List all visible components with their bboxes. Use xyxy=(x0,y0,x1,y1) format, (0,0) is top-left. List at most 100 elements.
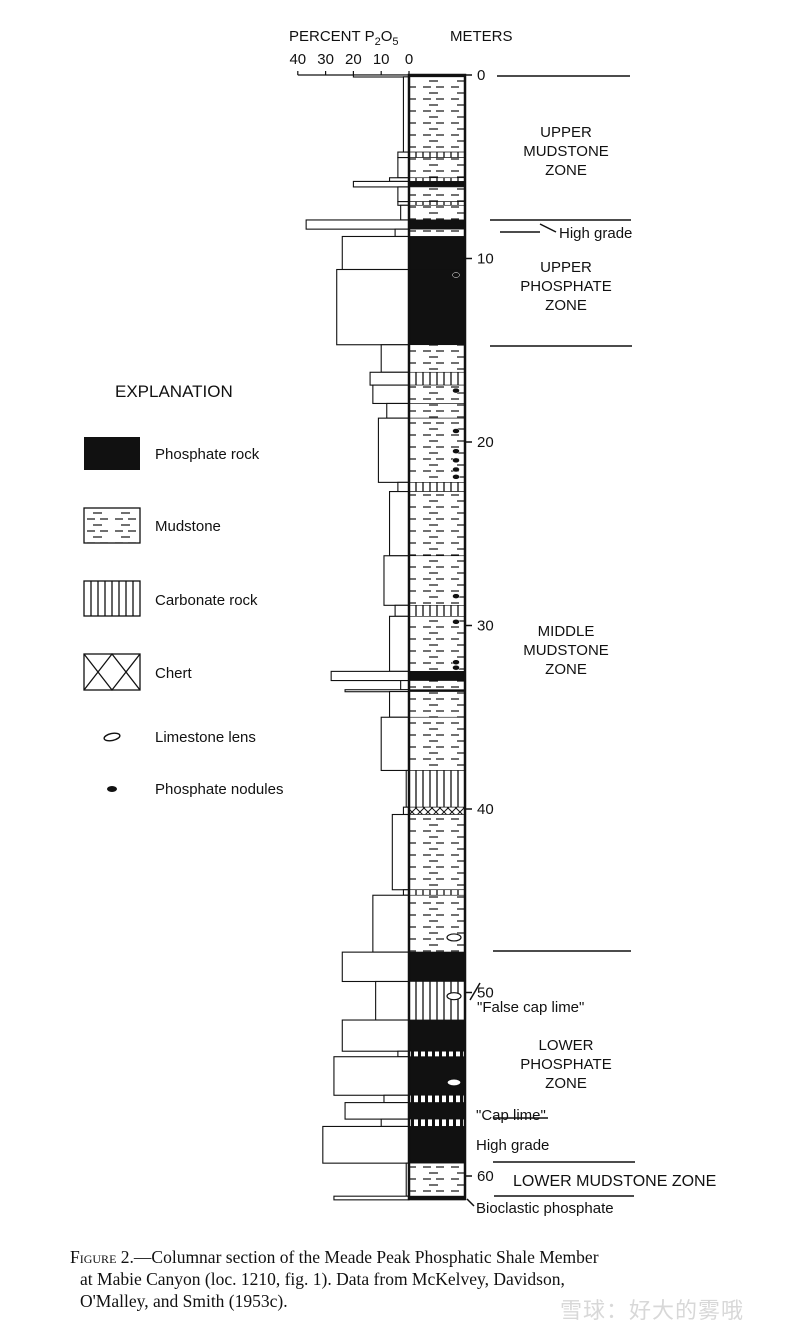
p2o5-bar xyxy=(330,670,410,682)
bed-mudstone xyxy=(408,894,466,953)
meter-tick-label: 60 xyxy=(477,1168,494,1185)
p2o5-bar xyxy=(305,219,410,230)
bed-carbonate xyxy=(408,770,466,808)
annotation-false-cap-lime: "False cap lime" xyxy=(477,999,584,1016)
percent-tick-label: 10 xyxy=(373,51,390,68)
phosphate-nodule xyxy=(452,659,460,665)
legend: EXPLANATION Phosphate rock Mudstone Carb… xyxy=(83,382,283,798)
watermark: 雪球：好大的雾哦 xyxy=(560,1299,745,1324)
bed-phosphate xyxy=(408,1126,466,1164)
percent-axis-title: PERCENT P2O5 xyxy=(289,28,399,48)
phosphate-nodule xyxy=(452,593,460,599)
bed-mudstone xyxy=(408,814,466,891)
figure-caption: Figure 2.—Columnar section of the Meade … xyxy=(70,1246,750,1312)
p2o5-bar xyxy=(388,177,410,182)
phosphate-nodule xyxy=(452,272,460,278)
p2o5-bar xyxy=(397,186,410,203)
lithology-column xyxy=(408,74,466,1201)
limestone-lens xyxy=(446,1078,462,1087)
bed-carbonate xyxy=(408,151,466,158)
legend-label: Chert xyxy=(155,665,193,682)
legend-label: Mudstone xyxy=(155,518,221,535)
p2o5-bar xyxy=(372,894,410,953)
bed-phosphate xyxy=(408,236,466,270)
phosphate-nodule xyxy=(452,474,460,480)
bed-mudstone xyxy=(408,186,466,202)
p2o5-bar xyxy=(388,490,410,557)
p2o5-bar xyxy=(397,151,410,159)
percent-tick-label: 30 xyxy=(317,51,334,68)
bed-mudstone xyxy=(408,680,466,691)
p2o5-bar xyxy=(397,481,410,493)
p2o5-bar xyxy=(341,951,410,983)
bed-carbonate xyxy=(408,201,466,206)
bed-mudstone xyxy=(408,691,466,718)
p2o5-bar xyxy=(391,813,410,891)
caption-line: at Mabie Canyon (loc. 1210, fig. 1). Dat… xyxy=(80,1269,565,1289)
p2o5-bar xyxy=(375,980,410,1021)
limestone-lens-icon xyxy=(103,732,121,742)
meter-tick-label: 20 xyxy=(477,434,494,451)
limestone-lens xyxy=(446,992,462,1001)
p2o5-bar xyxy=(397,201,410,206)
bed-mudstone xyxy=(408,1162,466,1197)
bed-mudstone xyxy=(408,403,466,419)
p2o5-bar xyxy=(336,268,410,346)
p2o5-bar xyxy=(372,384,410,405)
bed-mudstone xyxy=(408,228,466,237)
p2o5-bar xyxy=(383,1094,410,1104)
p2o5-bar xyxy=(388,691,410,718)
phosphate-nodule xyxy=(452,457,460,464)
bed-phosphate-carbonate xyxy=(408,1118,466,1127)
p2o5-bar xyxy=(341,235,410,271)
bed-carbonate xyxy=(408,605,466,617)
annotation-bioclastic-phosphate: Bioclastic phosphate xyxy=(476,1200,614,1217)
bed-phosphate-carbonate xyxy=(408,1094,466,1103)
column-outline xyxy=(407,73,467,1201)
bed-carbonate xyxy=(408,889,466,896)
bed-mudstone xyxy=(408,716,466,771)
p2o5-bar xyxy=(380,1118,410,1128)
p2o5-bar xyxy=(352,180,410,188)
legend-label: Limestone lens xyxy=(155,729,256,746)
legend-swatch-mudstone xyxy=(83,507,141,544)
p2o5-bar xyxy=(394,604,410,617)
bed-phosphate xyxy=(408,1102,466,1120)
zone-boundaries xyxy=(466,75,635,1207)
high-grade-leader xyxy=(539,223,557,233)
caption-line: —Columnar section of the Meade Peak Phos… xyxy=(133,1247,599,1267)
column-symbols xyxy=(446,272,462,1087)
p2o5-bar xyxy=(341,1019,410,1052)
bed-phosphate xyxy=(408,219,466,230)
phosphate-nodule-icon xyxy=(107,786,117,792)
figure-number: Figure 2. xyxy=(70,1247,134,1267)
bed-phosphate-carbonate xyxy=(408,1050,466,1058)
bed-phosphate xyxy=(408,269,466,346)
bed-carbonate xyxy=(408,371,466,386)
bed-phosphate xyxy=(408,181,466,188)
bed-chert xyxy=(408,806,466,815)
legend-title: EXPLANATION xyxy=(115,382,233,401)
bioclastic-leader xyxy=(466,1198,475,1207)
p2o5-bar xyxy=(377,417,410,483)
caption-line: O'Malley, and Smith (1953c). xyxy=(80,1291,288,1311)
meter-tick-label: 10 xyxy=(477,251,494,268)
phosphate-nodule xyxy=(452,466,460,473)
meters-axis-title: METERS xyxy=(450,28,513,45)
legend-swatch-chert xyxy=(83,652,141,692)
meter-tick-label: 50 xyxy=(477,985,494,1002)
annotation-high-grade-upper: High grade xyxy=(559,225,632,242)
bed-carbonate xyxy=(408,482,466,492)
p2o5-bar xyxy=(383,555,410,606)
bed-mudstone xyxy=(408,384,466,404)
meter-tick-label: 40 xyxy=(477,801,494,818)
meter-tick-label: 0 xyxy=(477,67,485,84)
p2o5-bars xyxy=(305,74,410,1201)
bed-phosphate xyxy=(408,1056,466,1096)
bed-mudstone xyxy=(408,76,466,153)
